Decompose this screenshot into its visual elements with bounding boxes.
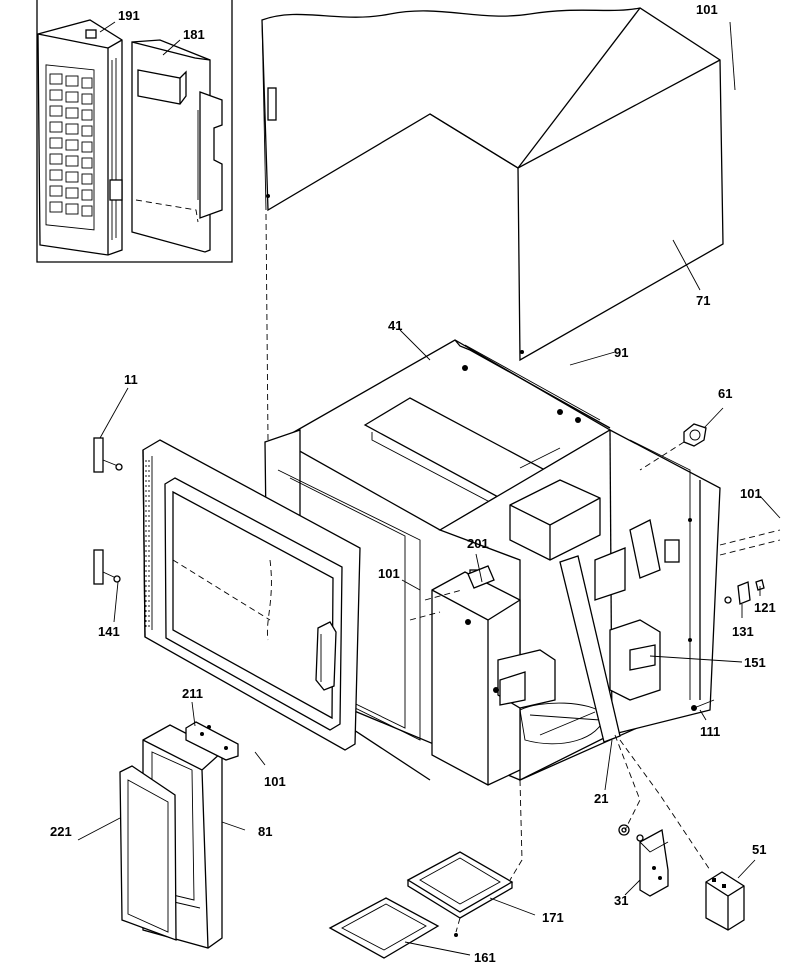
control-panel-inset <box>36 0 233 263</box>
callout-101: 101 <box>264 774 286 789</box>
callout-151: 151 <box>744 655 766 670</box>
callout-101: 101 <box>740 486 762 501</box>
callout-201: 201 <box>467 536 489 551</box>
callout-91: 91 <box>614 345 628 360</box>
callout-41: 41 <box>388 318 402 333</box>
callout-21: 21 <box>594 791 608 806</box>
callout-211: 211 <box>182 686 203 701</box>
trim-panel-221 <box>119 765 177 941</box>
outer-cabinet-71 <box>261 7 724 441</box>
callout-51: 51 <box>752 842 766 857</box>
callout-111: 111 <box>700 724 720 739</box>
tray-171 <box>406 851 514 919</box>
callout-101: 101 <box>696 2 718 17</box>
callout-labels: 191 181 101 71 41 91 61 11 101 201 101 1… <box>50 2 776 965</box>
door-assembly <box>142 439 361 751</box>
callout-181: 181 <box>183 27 205 42</box>
assembly-lines <box>409 441 781 933</box>
bracket-31 <box>618 824 669 897</box>
main-chassis <box>264 339 765 786</box>
callout-171: 171 <box>542 910 564 925</box>
callout-131: 131 <box>732 624 754 639</box>
control-board-181 <box>131 39 223 253</box>
part-61 <box>683 423 707 447</box>
callout-31: 31 <box>614 893 628 908</box>
callout-121: 121 <box>754 600 776 615</box>
leader-lines <box>77 21 781 956</box>
callout-141: 141 <box>98 624 120 639</box>
callout-61: 61 <box>718 386 732 401</box>
door-latches <box>93 437 123 585</box>
callout-11: 11 <box>124 372 138 387</box>
control-panel-191 <box>37 19 123 256</box>
tray-161 <box>328 897 458 959</box>
component-51 <box>705 871 745 931</box>
callout-191: 191 <box>118 8 140 23</box>
bracket-211 <box>185 721 239 761</box>
callout-81: 81 <box>258 824 272 839</box>
callout-101: 101 <box>378 566 400 581</box>
callout-71: 71 <box>696 293 710 308</box>
callout-221: 221 <box>50 824 72 839</box>
callout-161: 161 <box>474 950 496 965</box>
